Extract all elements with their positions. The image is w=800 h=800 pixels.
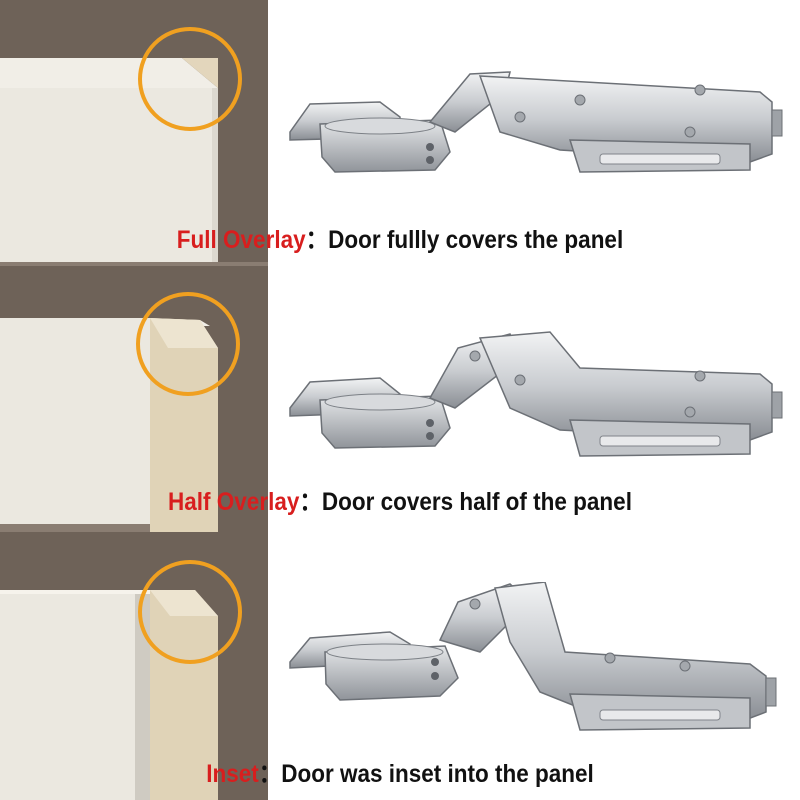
inset-term: Inset [206,760,259,788]
full-overlay-panel-illustration [0,0,268,266]
half-overlay-term: Half Overlay [168,488,300,516]
full-overlay-hinge-icon [280,62,790,182]
full-overlay-description: Door fullly covers the panel [328,226,624,254]
full-overlay-caption: Full Overlay：Door fullly covers the pane… [40,225,760,255]
full-overlay-separator: ： [305,226,329,254]
inset-separator: ： [258,760,282,788]
full-overlay-term: Full Overlay [176,226,306,254]
half-overlay-panel-illustration [0,266,268,532]
inset-hinge-icon [280,582,790,732]
half-overlay-description: Door covers half of the panel [321,488,632,516]
half-overlay-caption: Half Overlay：Door covers half of the pan… [40,487,760,517]
half-overlay-separator: ： [299,488,322,516]
inset-panel-illustration [0,532,268,800]
half-overlay-hinge-icon [280,328,790,464]
inset-description: Door was inset into the panel [281,760,594,788]
inset-caption: Inset：Door was inset into the panel [40,759,760,789]
